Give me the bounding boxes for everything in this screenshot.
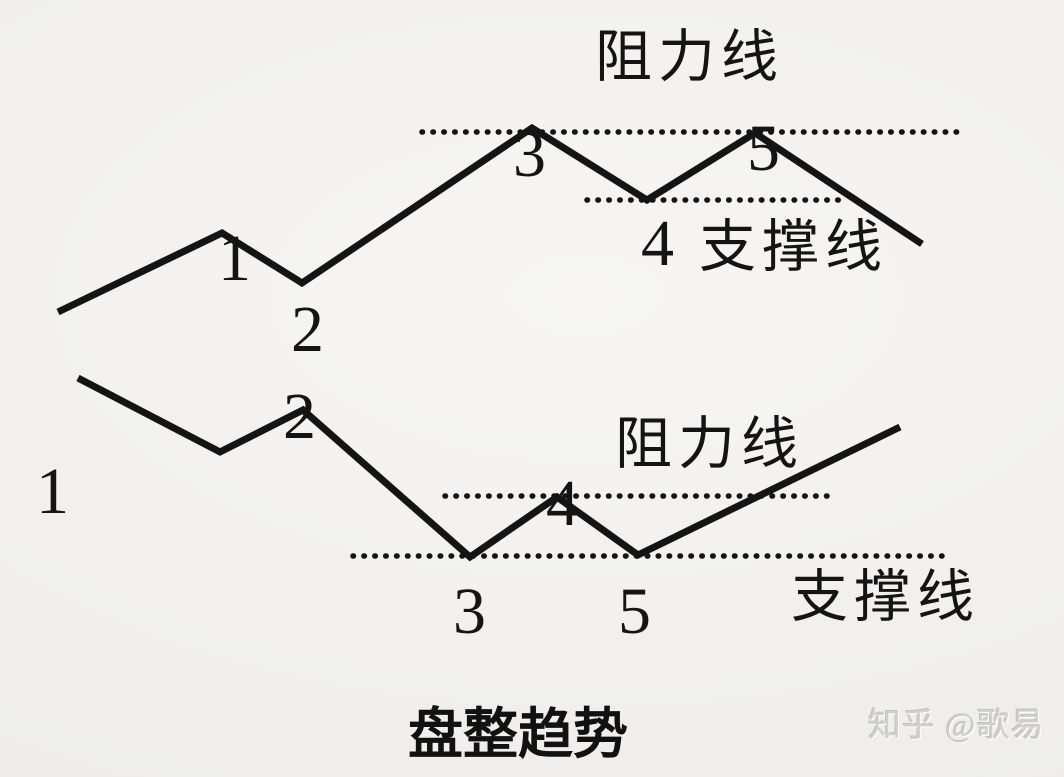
upper-point-label-3: 3 xyxy=(513,118,546,191)
lower-support-label: 支撑线 xyxy=(791,566,980,629)
lower-point-label-4: 4 xyxy=(546,467,579,540)
lower-point-label-3: 3 xyxy=(453,575,486,648)
upper-resistance-label: 阻力线 xyxy=(595,26,784,89)
zhihu-watermark: 知乎 @歌易 xyxy=(868,708,1045,744)
diagram-caption: 盘整趋势 xyxy=(408,704,629,765)
upper-point-label-4: 4 xyxy=(641,207,674,280)
upper-support-label: 支撑线 xyxy=(699,216,888,279)
lower-resistance-label: 阻力线 xyxy=(615,413,804,476)
lower-point-label-1: 1 xyxy=(36,455,69,528)
lower-point-label-5: 5 xyxy=(618,575,651,648)
upper-point-label-2: 2 xyxy=(291,293,324,366)
upper-point-label-5: 5 xyxy=(747,112,780,185)
upper-point-label-1: 1 xyxy=(218,222,251,295)
lower-point-label-2: 2 xyxy=(283,380,316,453)
upper-zigzag-line xyxy=(56,123,924,316)
